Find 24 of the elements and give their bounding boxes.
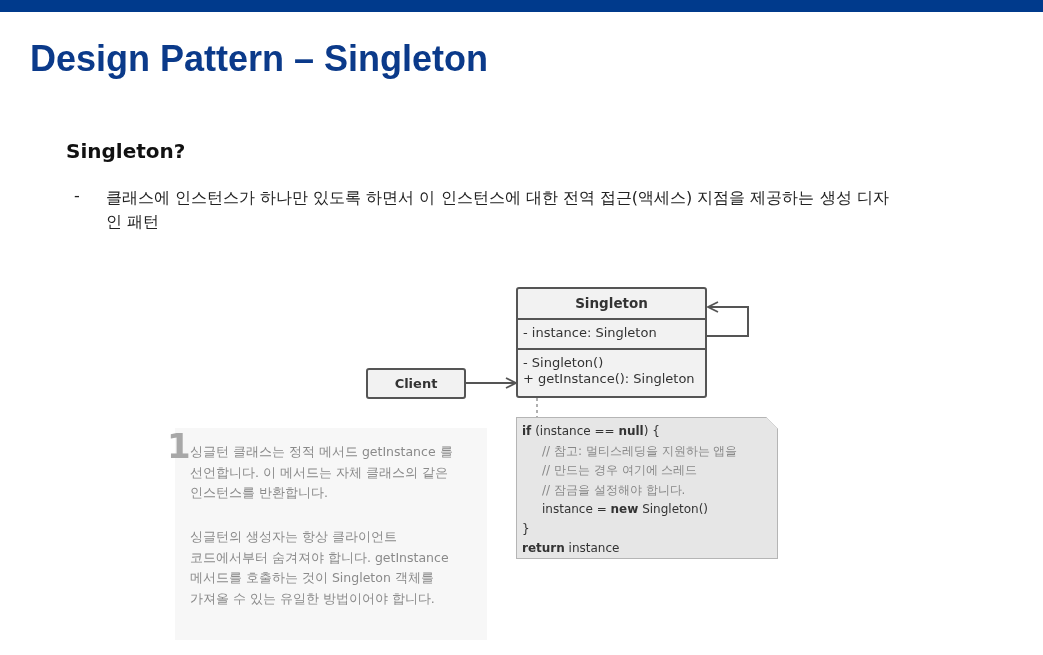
uml-class-box <box>516 287 707 398</box>
code-note <box>516 417 778 559</box>
bullet-text: 클래스에 인스턴스가 하나만 있도록 하면서 이 인스턴스에 대한 전역 접근(액세스) 지점을 제공하는 생성 디자인 패턴 <box>106 187 890 233</box>
method-text: + getInstance(): Singleton <box>522 370 696 388</box>
description-text: 싱글턴의 생성자는 항상 클라이언트 코드에서부터 숨겨져야 합니다. getInstance 메서드를 호출하는 것이 Singleton 객체를 가져올 수 있는 유일한 방법이어야 합니다. <box>190 528 450 608</box>
arrow <box>465 377 517 389</box>
arrow <box>706 301 749 337</box>
uml-class-box <box>366 368 466 399</box>
attribute-text: - instance: Singleton <box>522 324 658 342</box>
section-heading: Singleton? <box>66 139 186 163</box>
bullet-dash: - <box>74 186 80 205</box>
code-line: // 잠금을 설정해야 합니다. <box>542 481 686 499</box>
page-title: Design Pattern – Singleton <box>30 38 489 80</box>
class-name: Singleton <box>574 294 649 313</box>
step-number: 1 <box>167 426 191 466</box>
code-line: if (instance == null) { <box>522 423 660 440</box>
code-line: // 만드는 경우 여기에 스레드 <box>542 462 698 479</box>
method-text: - Singleton() <box>522 354 605 372</box>
code-line: instance = new Singleton() <box>542 501 709 518</box>
code-line: // 참고: 멀티스레딩을 지원하는 앱을 <box>542 442 738 460</box>
code-line: return instance <box>522 540 620 557</box>
description-text: 싱글턴 클래스는 정적 메서드 getInstance 를 선언합니다. 이 메서드는 자체 클래스의 같은 인스턴스를 반환합니다. <box>190 443 454 502</box>
class-name: Client <box>393 375 439 393</box>
code-line: } <box>522 520 530 538</box>
